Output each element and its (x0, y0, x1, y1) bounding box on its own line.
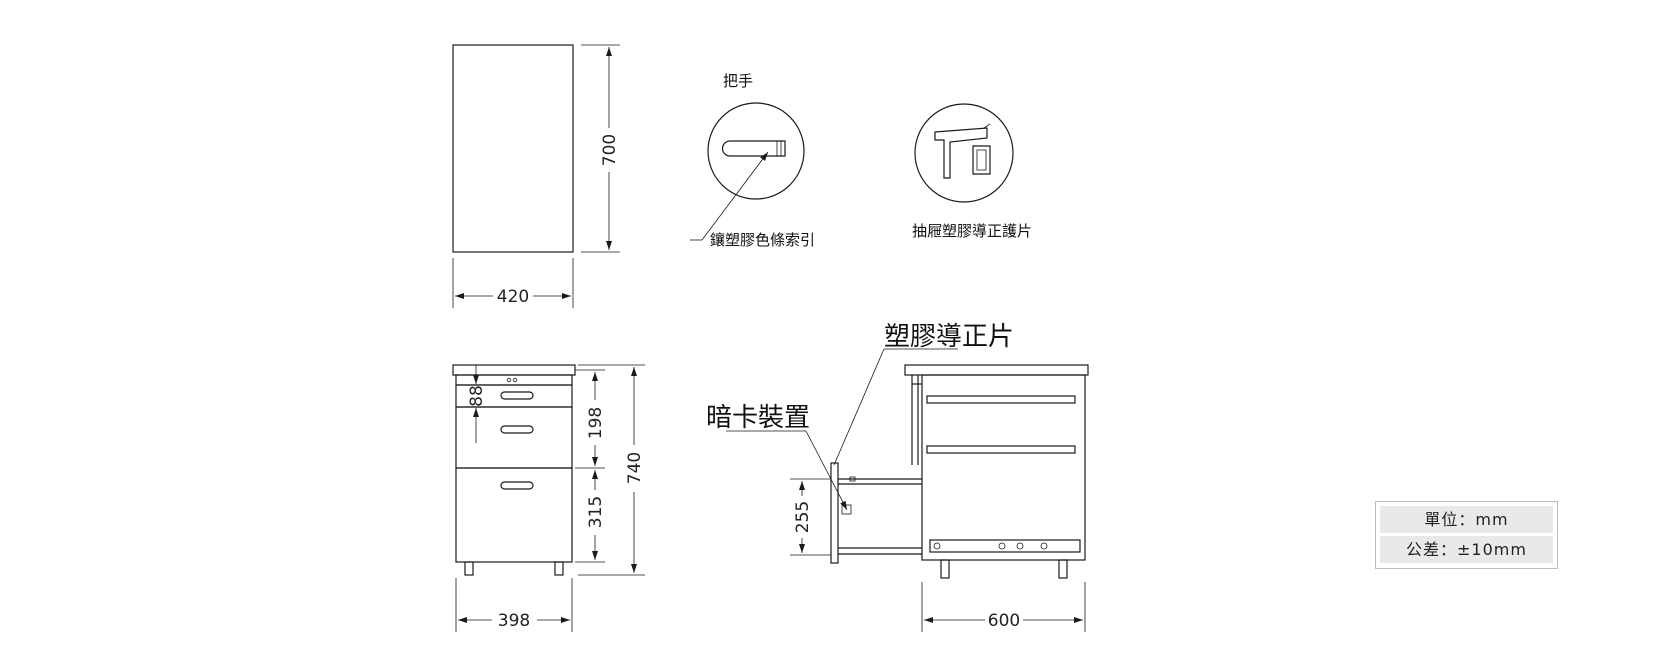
plastic-guide-leader (833, 348, 885, 466)
handle-detail: 把手 鑲塑膠色條索引 (690, 72, 815, 249)
dim-255-text: 255 (793, 501, 813, 533)
handle-insert-label: 鑲塑膠色條索引 (710, 231, 815, 249)
dim-740-text: 740 (625, 452, 645, 484)
drawer-3 (455, 467, 573, 563)
plastic-guide-label: 塑膠導正片 (884, 322, 1014, 352)
dim-420-text: 420 (497, 287, 529, 307)
handle-circle (707, 102, 805, 200)
side-view: 255 600 塑膠導正片 暗卡裝置 (706, 322, 1089, 632)
handle-leader (701, 151, 769, 241)
dim-88-text: 88 (467, 385, 487, 407)
guide-piece-label: 抽屜塑膠導正護片 (912, 222, 1032, 240)
dim-600-text: 600 (988, 611, 1020, 631)
handle-title: 把手 (723, 72, 753, 90)
unit-label: 單位：mm (1380, 506, 1553, 533)
tolerance-label: 公差：±10mm (1380, 536, 1553, 563)
dim-198-text: 198 (586, 407, 606, 439)
guide-piece-detail: 抽屜塑膠導正護片 (912, 103, 1032, 240)
guide-circle (914, 103, 1014, 203)
unit-info-box: 單位：mm 公差：±10mm (1375, 501, 1558, 569)
dim-315-text: 315 (586, 496, 606, 528)
dim-700-text: 700 (600, 134, 620, 166)
drawer-2 (455, 406, 573, 469)
drawer-front-panel (830, 462, 839, 564)
top-view: 700 420 (452, 44, 620, 308)
hidden-latch-label: 暗卡裝置 (706, 403, 810, 433)
cabinet-body (921, 374, 1086, 561)
dim-398-text: 398 (498, 611, 530, 631)
top-view-outline (452, 44, 574, 253)
front-view: 88 198 315 740 398 (452, 364, 645, 632)
hidden-latch-leader (805, 430, 848, 511)
